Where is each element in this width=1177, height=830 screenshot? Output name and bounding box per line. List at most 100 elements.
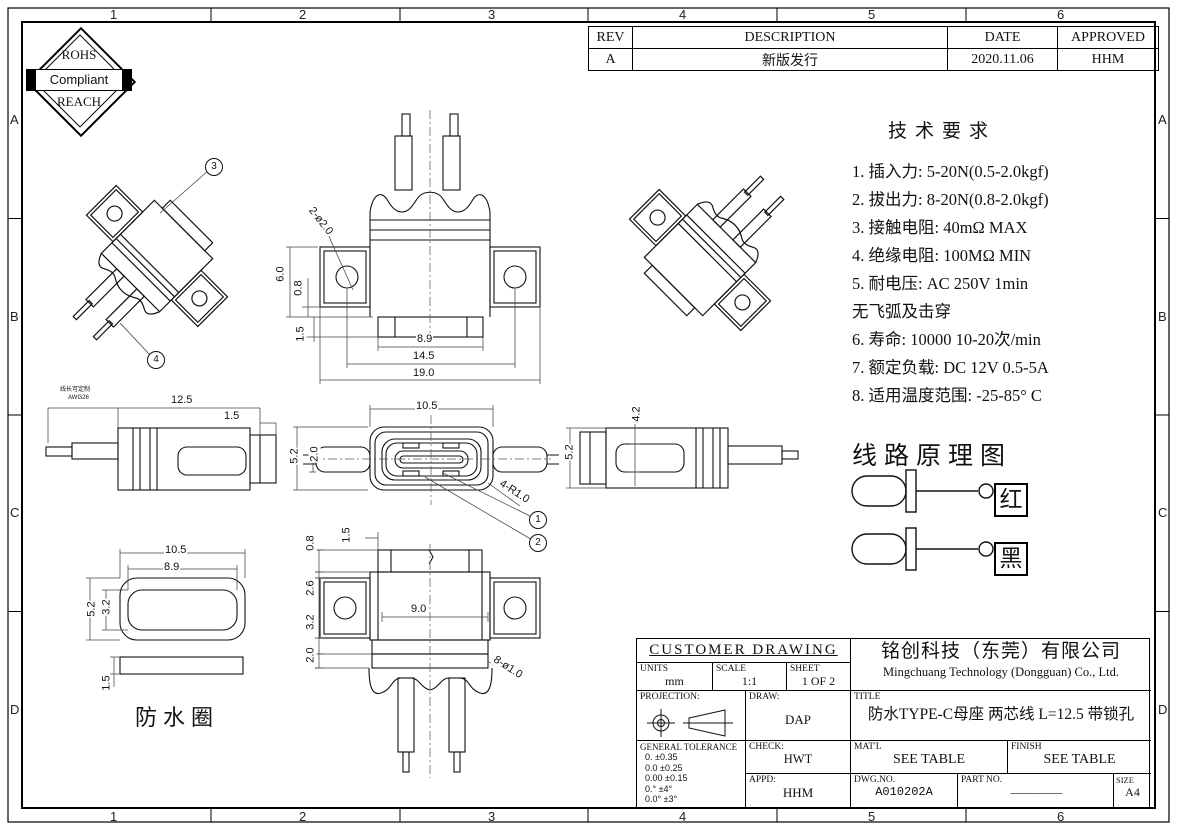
wire-label-black: 黑: [994, 542, 1028, 576]
view-front-svg: [286, 110, 541, 384]
title-block: CUSTOMER DRAWING UNITS mm SCALE 1:1 SHEE…: [636, 638, 1151, 809]
dim-label: 3.2: [100, 598, 113, 616]
badge-compliant-band: Compliant: [26, 69, 132, 91]
dim-label: 3.2: [304, 613, 317, 631]
dim-label: 12.5: [170, 394, 194, 407]
title-cell: TITLE 防水TYPE-C母座 两芯线 L=12.5 带锁孔: [851, 691, 1151, 741]
part-no-cell: PART NO. —————: [958, 774, 1114, 809]
dim-label: 14.5: [412, 350, 436, 363]
zone-col-label: 6: [1057, 809, 1065, 824]
dim-label: 0.8: [304, 534, 317, 552]
zone-row-label: C: [1158, 505, 1168, 520]
tech-line: 7. 额定负载: DC 12V 0.5-5A: [852, 358, 1049, 377]
dim-label: 8.9: [416, 333, 434, 346]
badge-rohs-text: ROHS: [61, 47, 97, 62]
tolerance-line: 0.0° ±3°: [645, 794, 678, 804]
scale-cell: SCALE 1:1: [713, 663, 787, 691]
tech-line: 无飞弧及击穿: [852, 302, 951, 321]
rev-value: A: [588, 48, 633, 71]
approved-header: APPROVED: [1057, 26, 1159, 49]
check-label: CHECK:: [749, 742, 784, 752]
tolerance-line: 0.00 ±0.15: [645, 773, 688, 783]
title-label: TITLE: [854, 692, 881, 702]
dim-label: 1.5: [223, 410, 241, 423]
size-cell: SIZE A4: [1114, 774, 1151, 809]
tech-line: 8. 适用温度范围: -25-85° C: [852, 386, 1042, 405]
balloon-1: 1: [529, 511, 547, 529]
zone-col-label: 1: [110, 7, 118, 22]
tolerance-cell: GENERAL TOLERANCE 0. ±0.35 0.0 ±0.25 0.0…: [637, 741, 746, 809]
customer-drawing-label: CUSTOMER DRAWING: [649, 642, 838, 658]
zone-col-label: 3: [488, 809, 496, 824]
tolerance-line: 0.° ±4°: [645, 783, 673, 794]
appd-value: HHM: [782, 785, 814, 800]
tech-line: 3. 接触电阻: 40mΩ MAX: [852, 218, 1028, 237]
matl-value: SEE TABLE: [892, 752, 966, 767]
wire-label-red: 红: [994, 483, 1028, 517]
dwg-no-label: DWG.NO.: [854, 775, 896, 785]
tolerance-label: GENERAL TOLERANCE: [640, 742, 738, 752]
revision-row: A 新版发行 2020.11.06 HHM: [588, 48, 1159, 71]
zone-row-label: A: [1158, 112, 1167, 127]
tech-line: 5. 耐电压: AC 250V 1min: [852, 274, 1029, 293]
dwg-no-cell: DWG.NO. A010202A: [851, 774, 958, 809]
part-no-label: PART NO.: [961, 775, 1003, 785]
size-value: A4: [1125, 785, 1140, 799]
zone-col-label: 5: [868, 809, 876, 824]
finish-value: SEE TABLE: [1043, 752, 1116, 767]
zone-col-label: 4: [679, 809, 687, 824]
draw-cell: DRAW: DAP: [746, 691, 851, 741]
dim-label: 2.0: [308, 445, 321, 463]
zone-row-label: D: [1158, 702, 1168, 717]
view-isometric-rear-svg: [628, 175, 785, 332]
zone-col-label: 3: [488, 7, 496, 22]
projection-label: PROJECTION:: [640, 692, 700, 702]
zone-col-label: 1: [110, 809, 118, 824]
projection-cell: PROJECTION:: [637, 691, 746, 741]
revision-header-row: REV DESCRIPTION DATE APPROVED: [588, 26, 1159, 49]
scale-value: 1:1: [741, 674, 758, 688]
company-name-en: Mingchuang Technology (Dongguan) Co., Lt…: [882, 665, 1119, 679]
tolerance-line: 0.0 ±0.25: [645, 762, 683, 773]
zone-col-label: 2: [299, 7, 307, 22]
rohs-compliance-badge: ROHS Compliant REACH: [25, 26, 137, 138]
dim-label: 1.5: [340, 526, 353, 544]
circuit-schematic-title: 线路原理图: [852, 443, 1013, 470]
check-value: HWT: [783, 752, 813, 766]
zone-row-label: B: [10, 309, 19, 324]
dim-label: 4.2: [630, 405, 643, 423]
zone-col-label: 4: [679, 7, 687, 22]
tech-line: 2. 拔出力: 8-20N(0.8-2.0kgf): [852, 190, 1049, 209]
units-cell: UNITS mm: [637, 663, 713, 691]
part-no-value: —————: [1010, 785, 1063, 799]
balloon-3: 3: [205, 158, 223, 176]
wire-note: 线长可定制: [60, 387, 91, 395]
view-waterproof-ring-svg: [86, 549, 246, 687]
appd-label: APPD:: [749, 775, 776, 785]
revision-table: REV DESCRIPTION DATE APPROVED A 新版发行 202…: [588, 26, 1159, 71]
zone-col-label: 2: [299, 809, 307, 824]
view-side-left-svg: [45, 407, 277, 491]
appd-cell: APPD: HHM: [746, 774, 851, 809]
zone-col-label: 6: [1057, 7, 1065, 22]
draw-value: DAP: [784, 712, 811, 727]
dim-label: 0.8: [292, 279, 305, 297]
zone-col-label: 5: [868, 7, 876, 22]
tolerance-line: 0. ±0.35: [645, 752, 678, 762]
date-header: DATE: [947, 26, 1058, 49]
dim-label: 2.6: [304, 579, 317, 597]
dim-label: 10.5: [415, 400, 439, 413]
view-isometric-front-svg: [72, 169, 229, 357]
tech-line: 1. 插入力: 5-20N(0.5-2.0kgf): [852, 162, 1049, 181]
dim-label: 10.5: [164, 544, 188, 557]
size-label: SIZE: [1116, 775, 1134, 785]
view-rear-svg: [315, 532, 541, 778]
balloon-2: 2: [529, 534, 547, 552]
dim-label: 19.0: [412, 367, 436, 380]
tech-line: 6. 寿命: 10000 10-20次/min: [852, 330, 1041, 349]
badge-reach-text: REACH: [56, 94, 102, 109]
dim-label: 6.0: [274, 265, 287, 283]
date-value: 2020.11.06: [947, 48, 1058, 71]
